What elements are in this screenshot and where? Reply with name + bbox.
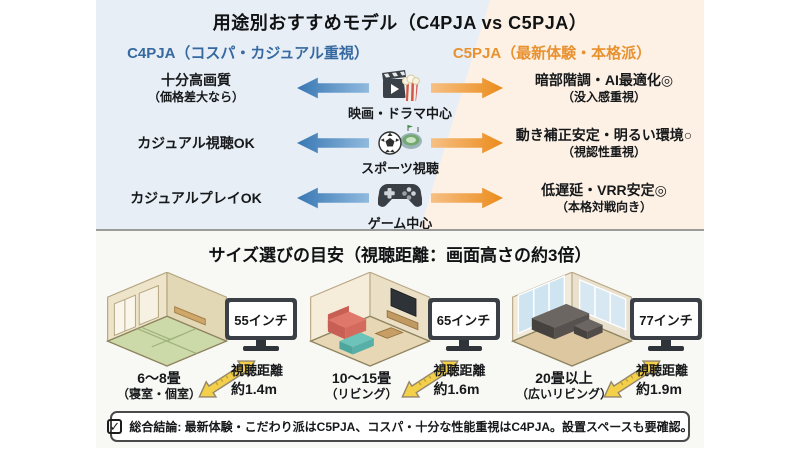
usage-label-sports: スポーツ視聴 [361, 160, 439, 176]
usage-label-movie: 映画・ドラマ中心 [348, 105, 453, 121]
arrow-right-icon [430, 186, 504, 210]
tatami-room-illustration [105, 272, 229, 367]
arrow-left-icon [296, 186, 370, 210]
gamepad-icon [378, 178, 422, 212]
viewing-distance-text: 視聴距離 約1.4m [231, 362, 284, 397]
size-guide-tatami: 55インチ 6～8畳 （寝室・個室） [98, 272, 297, 404]
checked-checkbox-icon: ✓ [107, 419, 123, 434]
c4pja-game-text: カジュアルプレイOK [130, 189, 262, 206]
usage-label-game: ゲーム中心 [367, 215, 433, 231]
c5pja-movie-text: 暗部階調・AI最適化◎ （没入感重視） [534, 72, 674, 104]
tv-size-text: 65インチ [431, 302, 496, 336]
tv-size-badge: 77インチ [630, 298, 702, 351]
tv-monitor-icon: 55インチ [225, 298, 297, 340]
size-guide-large-living: 77インチ 20畳以上 （広いリビング） [503, 272, 702, 404]
large-living-room-illustration [510, 272, 634, 367]
comparison-row-game: カジュアルプレイOK [96, 177, 704, 231]
c4pja-movie-text: 十分高画質 （価格差大なら） [147, 72, 244, 104]
room-size-label: 6～8畳 （寝室・個室） [116, 369, 201, 402]
conclusion-text: 総合結論: 最新体験・こだわり派はC5PJA、コスパ・十分な性能重視はC4PJA… [129, 420, 693, 434]
tv-size-badge: 55インチ [225, 298, 297, 351]
arrow-right-icon [430, 131, 504, 155]
c5pja-game-text: 低遅延・VRR安定◎ （本格対戦向き） [541, 182, 667, 214]
model-headers: C4PJA（コスパ・カジュアル重視） C5PJA（最新体験・本格派） [96, 42, 704, 63]
viewing-distance-arrow-icon [198, 360, 256, 398]
movie-clapperboard-popcorn-icon [380, 68, 420, 102]
soccer-stadium-icon [378, 123, 422, 157]
arrow-right-icon [430, 76, 504, 100]
comparison-row-sports: カジュアル視聴OK [96, 122, 704, 177]
arrow-left-icon [296, 131, 370, 155]
comparison-row-movie: 十分高画質 （価格差大なら） [96, 67, 704, 122]
section-title-usage: 用途別おすすめモデル（C4PJA vs C5PJA） [212, 13, 588, 33]
room-size-label: 10～15畳 （リビング） [325, 369, 398, 402]
tv-monitor-icon: 65インチ [427, 298, 500, 340]
viewing-distance-arrow-icon [603, 360, 661, 398]
arrow-left-icon [296, 76, 370, 100]
viewing-distance-text: 視聴距離 約1.9m [636, 362, 689, 397]
header-c5pja: C5PJA（最新体験・本格派） [452, 45, 652, 62]
room-size-label: 20畳以上 （広いリビング） [515, 369, 612, 402]
conclusion-banner: ✓ 総合結論: 最新体験・こだわり派はC5PJA、コスパ・十分な性能重視はC4P… [107, 411, 693, 442]
viewing-distance-arrow-icon [400, 360, 459, 398]
tv-size-badge: 65インチ [427, 298, 500, 351]
header-c4pja: C4PJA（コスパ・カジュアル重視） [127, 45, 369, 62]
section-title-size: サイズ選びの目安（視聴距離：画面高さの約3倍） [208, 246, 592, 265]
size-guide-section: サイズ選びの目安（視聴距離：画面高さの約3倍） [96, 231, 704, 448]
tv-monitor-icon: 77インチ [630, 298, 702, 340]
c4pja-sports-text: カジュアル視聴OK [137, 134, 255, 151]
viewing-distance-text: 視聴距離 約1.6m [433, 362, 486, 397]
size-guide-living: 65インチ 10～15畳 （リビング） [301, 272, 500, 404]
c5pja-sports-text: 動き補正安定・明るい環境○ （視認性重視） [515, 127, 693, 159]
usage-comparison-section: 用途別おすすめモデル（C4PJA vs C5PJA） C4PJA（コスパ・カジュ… [96, 0, 704, 231]
tv-size-text: 55インチ [229, 302, 293, 336]
living-room-illustration [308, 272, 431, 367]
tv-size-text: 77インチ [634, 302, 698, 336]
